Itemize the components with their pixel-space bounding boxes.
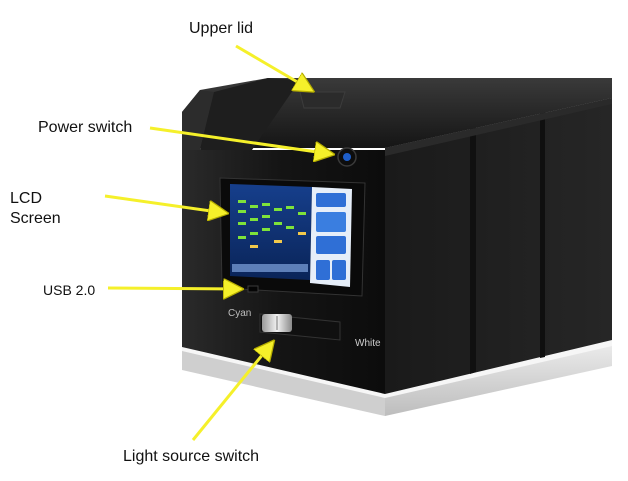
device-base	[182, 340, 612, 416]
upper-lid-label: Upper lid	[189, 20, 254, 37]
usb-port	[247, 285, 259, 293]
usb-label: USB 2.0	[43, 282, 96, 298]
lcd-label-line2: Screen	[10, 210, 61, 227]
power-button	[337, 147, 357, 167]
arrow-usb	[107, 288, 240, 289]
light-source-switch-label: Light source switch	[123, 448, 260, 465]
callout-arrows	[104, 44, 331, 441]
upper-lid	[182, 78, 612, 156]
device-side-panel	[385, 98, 612, 394]
light-source-switch	[259, 313, 341, 341]
power-switch-label: Power switch	[38, 119, 133, 136]
white-label: White	[355, 338, 381, 349]
lcd-screen	[219, 177, 366, 297]
arrow-light-source	[191, 343, 272, 441]
cyan-label: Cyan	[228, 308, 251, 319]
arrow-power-switch	[149, 126, 331, 154]
arrow-lcd-screen	[104, 194, 225, 213]
arrow-upper-lid	[235, 44, 311, 90]
lcd-label-line1: LCD	[10, 190, 43, 207]
lcd-screen-label: LCD Screen	[10, 189, 90, 229]
